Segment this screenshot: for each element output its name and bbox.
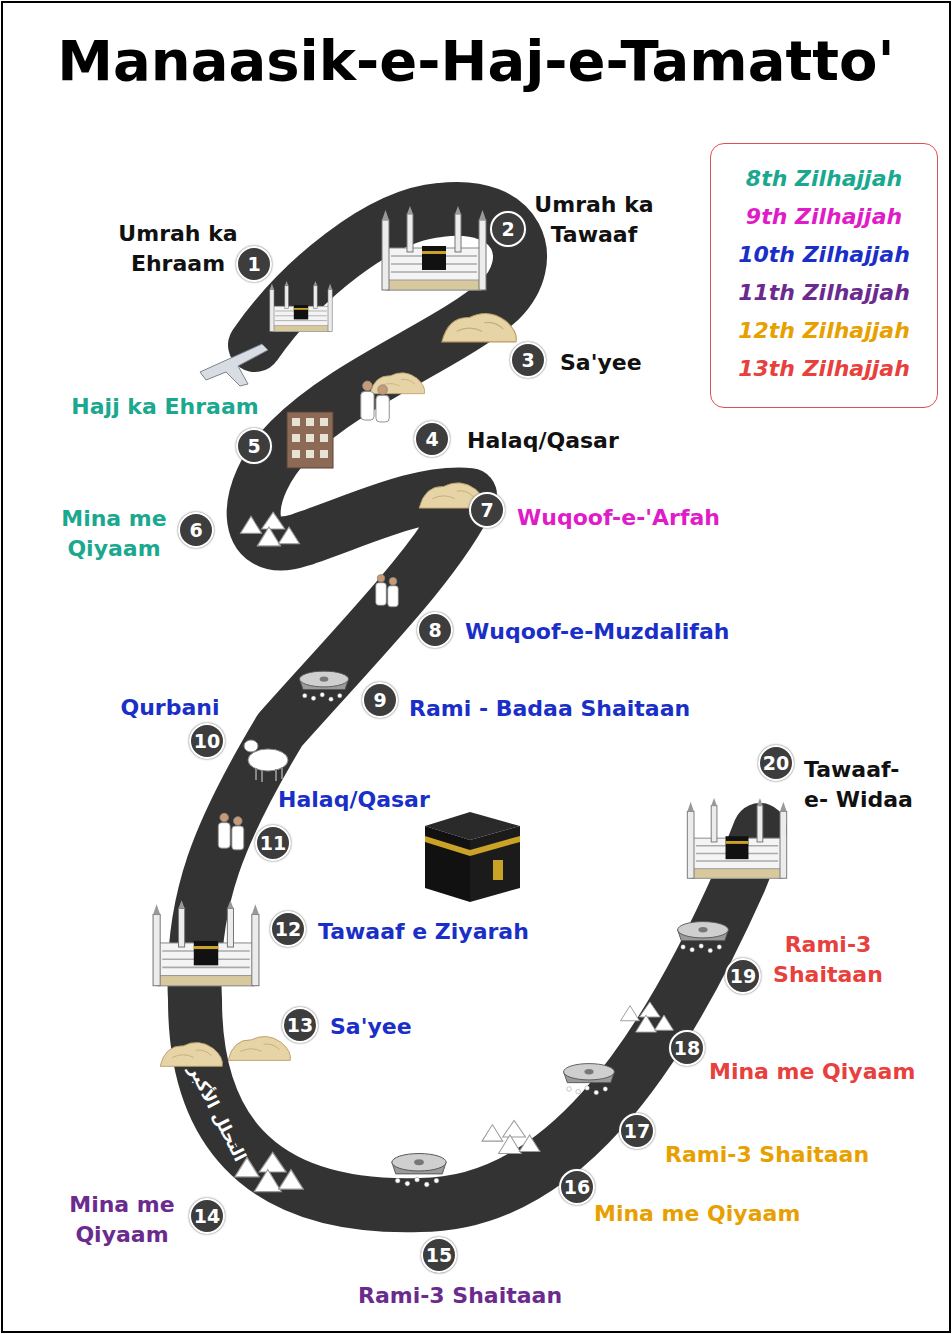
step-circle: 13Sa'yee [282, 1007, 318, 1043]
step-number: 7 [480, 501, 493, 520]
legend-swatch: 9th Zilhajjah [711, 198, 937, 236]
step-circle: 17Rami-3 Shaitaan [619, 1113, 655, 1149]
goat [244, 740, 288, 782]
step-number: 11 [260, 834, 286, 853]
step-label: Wuqoof-e-'Arfah [517, 503, 720, 533]
step-number: 16 [564, 1178, 590, 1197]
step-circle: 10Qurbani [189, 723, 225, 759]
step-circle: 4Halaq/Qasar [414, 421, 450, 457]
legend-swatch: 10th Zilhajjah [711, 236, 937, 274]
step-circle: 1Umrah ka Ehraam [236, 246, 272, 282]
step-circle: 14Mina me Qiyaam [189, 1198, 225, 1234]
diagram-title: Manaasik-e-Haj-e-Tamatto' [0, 28, 952, 93]
step-number: 5 [247, 437, 260, 456]
jamarat [564, 1064, 615, 1095]
step-label: Tawaaf- e- Widaa [804, 755, 922, 814]
step-number: 2 [501, 220, 514, 239]
step-label: Halaq/Qasar [467, 426, 619, 456]
step-label: Rami-3 Shaitaan [358, 1281, 562, 1311]
step-label: Wuqoof-e-Muzdalifah [465, 617, 729, 647]
step-number: 1 [247, 255, 260, 274]
step-label: Mina me Qiyaam [709, 1057, 915, 1087]
step-circle: 16Mina me Qiyaam [559, 1169, 595, 1205]
mina-tents [482, 1120, 540, 1153]
step-label: Hajj ka Ehraam [71, 392, 258, 422]
step-label: Mina me Qiyaam [49, 504, 179, 563]
legend-swatch: 12th Zilhajjah [711, 312, 937, 350]
step-circle: 15Rami-3 Shaitaan [421, 1237, 457, 1273]
mina-tents [240, 512, 299, 546]
jamarat [392, 1154, 446, 1187]
step-circle: 3Sa'yee [510, 342, 546, 378]
legend-text: 9th Zilhajjah [746, 204, 902, 229]
legend-text: 10th Zilhajjah [738, 242, 910, 267]
step-number: 15 [426, 1246, 452, 1265]
hotel-building [287, 412, 333, 468]
pilgrims [218, 813, 244, 850]
pilgrims [376, 575, 399, 607]
legend-text: 12th Zilhajjah [738, 318, 910, 343]
step-circle: 11Halaq/Qasar [255, 825, 291, 861]
safa-marwah-rock [442, 313, 516, 341]
legend-swatch: 13th Zilhajjah [711, 350, 937, 388]
step-label: Rami-3 Shaitaan [769, 930, 887, 989]
step-label: Halaq/Qasar [278, 785, 430, 815]
legend-swatch: 11th Zilhajjah [711, 274, 937, 312]
step-number: 14 [194, 1207, 220, 1226]
step-circle: 5Hajj ka Ehraam [236, 428, 272, 464]
safa-marwah-rock [160, 1042, 222, 1066]
step-circle: 9Rami - Badaa Shaitaan [362, 682, 398, 718]
step-label: Sa'yee [330, 1012, 412, 1042]
step-number: 9 [373, 691, 386, 710]
mina-tents [235, 1152, 303, 1191]
step-label: Rami - Badaa Shaitaan [409, 694, 690, 724]
step-label: Umrah ka Tawaaf [519, 190, 669, 249]
step-number: 18 [674, 1039, 700, 1058]
step-circle: 8Wuqoof-e-Muzdalifah [417, 612, 453, 648]
step-number: 4 [425, 430, 438, 449]
step-number: 12 [275, 920, 301, 939]
step-circle: 7Wuqoof-e-'Arfah [469, 492, 505, 528]
legend-text: 8th Zilhajjah [746, 166, 902, 191]
legend-text: 11th Zilhajjah [738, 280, 910, 305]
jamarat [678, 922, 729, 953]
step-number: 19 [730, 967, 756, 986]
step-circle: 12Tawaaf e Ziyarah [270, 911, 306, 947]
haram-mosque [687, 798, 786, 878]
meeqat-building [270, 281, 332, 331]
hotel-windows [292, 418, 328, 458]
step-number: 6 [189, 521, 202, 540]
mina-tents [621, 1002, 674, 1032]
step-number: 20 [763, 754, 789, 773]
haram-mosque [382, 206, 486, 290]
step-circle: 6Mina me Qiyaam [178, 512, 214, 548]
step-label: Mina me Qiyaam [594, 1199, 800, 1229]
step-circle: 19Rami-3 Shaitaan [725, 958, 761, 994]
kaaba [425, 812, 520, 902]
airplane [200, 344, 268, 386]
step-label: Qurbani [121, 693, 220, 723]
legend-text: 13th Zilhajjah [738, 356, 910, 381]
step-number: 17 [624, 1122, 650, 1141]
legend-swatch: 8th Zilhajjah [711, 160, 937, 198]
step-number: 3 [521, 351, 534, 370]
step-label: Rami-3 Shaitaan [665, 1140, 869, 1170]
step-label: Tawaaf e Ziyarah [318, 917, 529, 947]
step-number: 8 [428, 621, 441, 640]
step-circle: 2Umrah ka Tawaaf [490, 211, 526, 247]
road [194, 209, 760, 1205]
step-number: 10 [194, 732, 220, 751]
pilgrims [361, 381, 390, 422]
step-number: 13 [287, 1016, 313, 1035]
step-circle: 18Mina me Qiyaam [669, 1030, 705, 1066]
safa-marwah-rock [228, 1036, 290, 1060]
step-label: Mina me Qiyaam [57, 1190, 187, 1249]
step-label: Sa'yee [560, 348, 642, 378]
step-label: Umrah ka Ehraam [113, 219, 243, 278]
haram-mosque [153, 900, 259, 986]
step-circle: 20Tawaaf- e- Widaa [758, 745, 794, 781]
legend-box: 8th Zilhajjah 9th Zilhajjah 10th Zilhajjah… [710, 143, 938, 408]
jamarat [300, 671, 349, 701]
